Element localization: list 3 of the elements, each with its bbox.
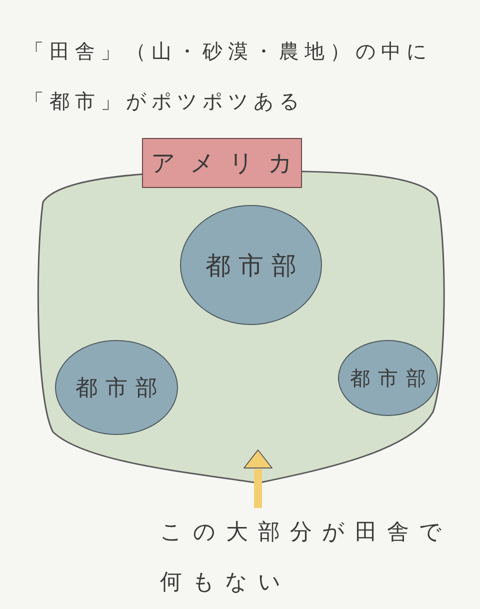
- country-label-tag: アメリカ: [142, 138, 302, 188]
- note-text: この大部分が田舎で何もない: [160, 508, 470, 604]
- title: 「田舎」（山・砂漠・農地）の中に「都市」がポツポツある: [24, 38, 433, 115]
